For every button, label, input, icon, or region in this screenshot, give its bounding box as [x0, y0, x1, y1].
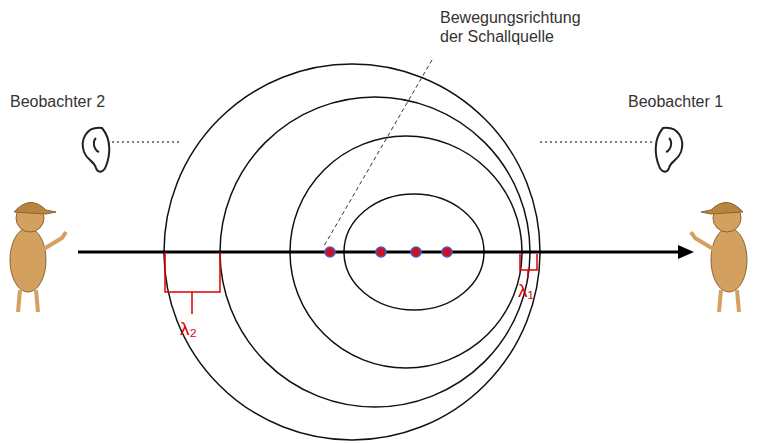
motion-label: Bewegungsrichtung der Schallquelle: [440, 8, 600, 46]
observer-figure: [691, 232, 715, 250]
arrow-head: [678, 245, 694, 259]
observer-figure: [701, 202, 743, 214]
observer-figure: [10, 228, 46, 292]
ear-icon: [94, 138, 99, 152]
hearing-line: [540, 141, 652, 143]
source-dot: [411, 247, 421, 257]
hearing-line: [112, 141, 182, 143]
leader-line: [324, 60, 432, 246]
observer-figure: [711, 228, 747, 292]
wavelength-label: λ₁: [518, 280, 558, 303]
observer-label: Beobachter 1: [628, 92, 748, 111]
wavelength-label: λ₂: [180, 318, 220, 341]
source-dot: [376, 247, 386, 257]
observer-label: Beobachter 2: [10, 92, 130, 111]
ear-icon: [666, 138, 671, 152]
ear-icon: [656, 128, 682, 172]
source-dot: [442, 247, 452, 257]
observer-figure: [18, 290, 38, 312]
source-dot: [325, 247, 335, 257]
ear-icon: [83, 128, 109, 172]
wavelength-bracket: [520, 254, 537, 278]
wavelength-bracket: [191, 302, 193, 314]
wavelength-bracket: [165, 252, 220, 302]
observer-figure: [719, 290, 739, 312]
observer-figure: [42, 232, 66, 250]
observer-figure: [14, 202, 56, 214]
